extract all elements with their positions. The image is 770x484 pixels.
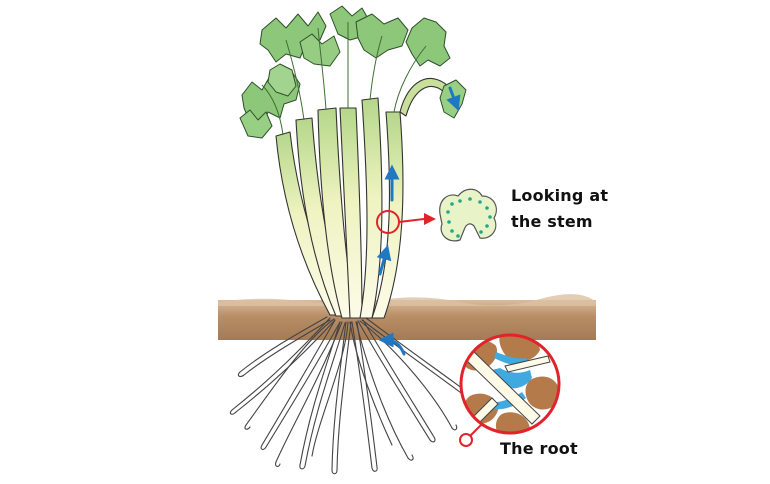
stem-label: Looking at the stem: [511, 183, 631, 235]
stem-label-line1: Looking at: [511, 186, 609, 205]
water-flow-arrow-icon: [376, 86, 461, 356]
root-zoom-view: [459, 333, 561, 435]
stem-magnifier-callout: [376, 210, 436, 234]
root-label: The root: [500, 439, 578, 458]
root-system: [229, 316, 473, 475]
celery-stalks: [275, 77, 449, 319]
soil-layer: [218, 294, 596, 340]
leaf-petioles: [261, 22, 427, 136]
magnifier-circle-icon: [459, 433, 473, 447]
stem-label-line2: the stem: [511, 212, 593, 231]
stem-cross-section: [439, 188, 497, 242]
